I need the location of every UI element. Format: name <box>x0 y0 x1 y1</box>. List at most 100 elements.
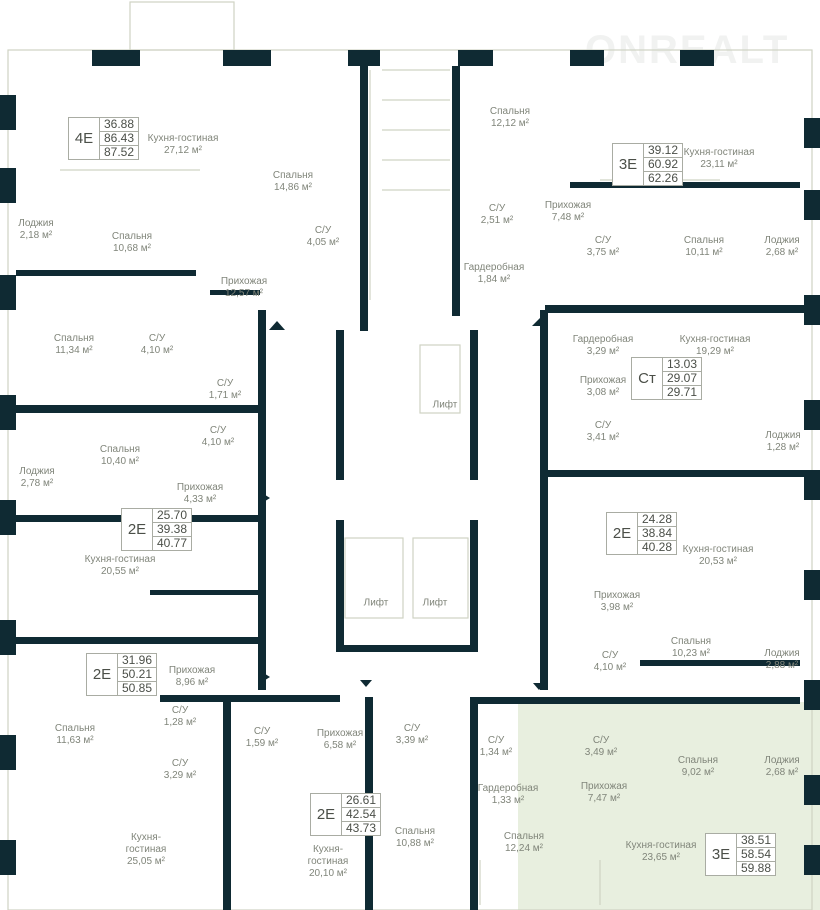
total-area-with-balcony: 50.85 <box>122 681 153 695</box>
room-name: Спальня <box>683 235 725 246</box>
room-area: 4,10 м² <box>201 437 235 448</box>
room-area: 1,33 м² <box>491 795 525 806</box>
room-name: С/У <box>209 425 227 436</box>
room-area: 10,68 м² <box>112 243 151 254</box>
room-name: Спальня <box>111 231 153 242</box>
room-name: С/У <box>487 735 505 746</box>
room-area: 4,10 м² <box>140 345 174 356</box>
room-name: Прихожая <box>316 728 364 739</box>
room-name: С/У <box>253 726 271 737</box>
room-area: 2,88 м² <box>765 660 799 671</box>
room-name: Спальня <box>99 444 141 455</box>
room-area: 3,75 м² <box>586 247 620 258</box>
total-area-with-balcony: 43.73 <box>346 821 377 835</box>
room-name: Спальня <box>272 170 314 181</box>
room-name: Кухня-гостиная <box>683 147 755 158</box>
room-name: Лоджия <box>764 755 800 766</box>
room-name: Спальня <box>394 826 436 837</box>
room-name: Гардеробная <box>477 783 539 794</box>
apartment-type: 2Е <box>311 794 342 835</box>
room-area: 12,12 м² <box>490 118 529 129</box>
living-area: 36.88 <box>100 118 139 132</box>
total-area: 86.43 <box>100 132 139 146</box>
room-name: Кухня-гостиная <box>682 544 754 555</box>
room-area: 1,71 м² <box>208 390 242 401</box>
room-area: 4,33 м² <box>183 494 217 505</box>
total-area: 39.38 <box>153 523 192 537</box>
room-area: 4,05 м² <box>306 237 340 248</box>
room-area: 3,29 м² <box>163 770 197 781</box>
room-name: Прихожая <box>168 665 216 676</box>
room-area: 9,02 м² <box>681 767 715 778</box>
room-area: 20,10 м² <box>308 868 347 879</box>
lift-label: Лифт <box>363 597 389 609</box>
total-area: 29.07 <box>663 372 702 386</box>
room-name: Лоджия <box>764 235 800 246</box>
room-name: Прихожая <box>544 200 592 211</box>
room-name: С/У <box>171 758 189 769</box>
apartment-type: 2Е <box>122 509 153 550</box>
room-name: Прихожая <box>579 375 627 386</box>
total-area-with-balcony: 87.52 <box>104 145 135 159</box>
living-area: 39.12 <box>644 144 683 158</box>
room-area: 10,11 м² <box>685 247 723 258</box>
room-area: 2,78 м² <box>20 478 54 489</box>
room-area: 6,58 м² <box>323 740 357 751</box>
total-area: 42.54 <box>342 808 381 822</box>
living-area: 31.96 <box>118 654 157 668</box>
room-name: Прихожая <box>220 276 268 287</box>
room-area: 3,41 м² <box>586 432 620 443</box>
room-name: С/У <box>592 735 610 746</box>
living-area: 25.70 <box>153 509 192 523</box>
living-area: 38.51 <box>737 834 776 848</box>
room-name: Спальня <box>503 831 545 842</box>
room-name: Кухня-гостиная <box>125 832 167 855</box>
room-name: Прихожая <box>176 482 224 493</box>
room-name: С/У <box>314 225 332 236</box>
room-name: Прихожая <box>593 590 641 601</box>
apartment-type: Ст <box>632 358 663 399</box>
room-name: Спальня <box>53 333 95 344</box>
room-area: 3,39 м² <box>395 735 429 746</box>
room-area: 2,68 м² <box>765 767 799 778</box>
room-area: 2,51 м² <box>480 215 514 226</box>
apartment-type: 4Е <box>69 118 100 159</box>
room-area: 25,05 м² <box>126 856 165 867</box>
room-area: 4,10 м² <box>593 662 627 673</box>
room-area: 3,49 м² <box>584 747 618 758</box>
